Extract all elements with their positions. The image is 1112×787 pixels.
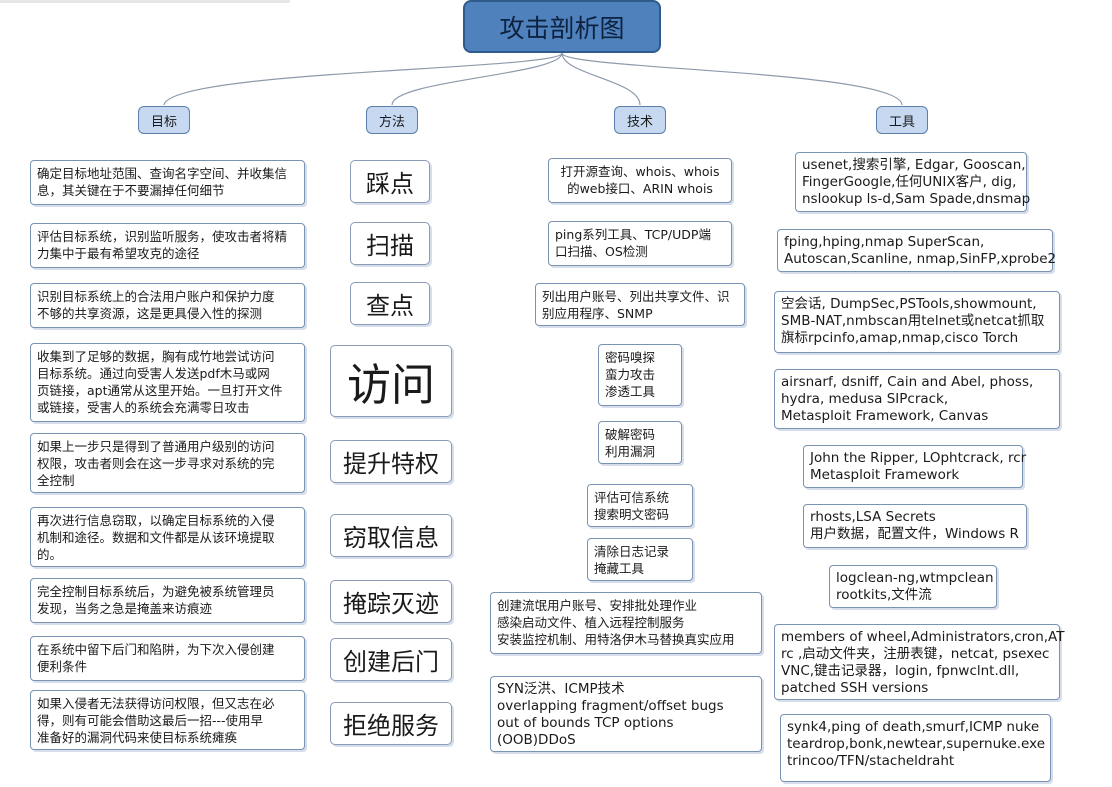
method-covering-tracks: 掩踪灭迹 <box>330 580 452 623</box>
method-escalate-privilege: 提升特权 <box>330 440 452 483</box>
tech-box-enumeration: 列出用户账号、列出共享文件、识别应用程序、SNMP <box>535 283 745 326</box>
header-goal: 目标 <box>138 106 190 134</box>
goal-box-access: 收集到了足够的数据，胸有成竹地尝试访问目标系统。通过向受害人发送pdf木马或网页… <box>30 343 305 422</box>
tech-box-escalation: 破解密码利用漏洞 <box>598 421 682 464</box>
tool-box-footprinting: usenet,搜索引擎, Edgar, Gooscan,FingerGoogle… <box>795 152 1030 212</box>
method-scanning: 扫描 <box>350 222 430 265</box>
tech-box-pilfering: 评估可信系统搜索明文密码 <box>587 484 693 527</box>
method-pilfering: 窃取信息 <box>330 514 452 557</box>
tech-box-backdoor: 创建流氓用户账号、安排批处理作业感染启动文件、植入远程控制服务安装监控机制、用特… <box>490 592 762 654</box>
method-footprinting: 踩点 <box>350 160 430 203</box>
method-create-backdoor: 创建后门 <box>330 638 452 681</box>
tool-box-access: airsnarf, dsniff, Cain and Abel, phoss,h… <box>774 369 1060 429</box>
method-denial-of-service: 拒绝服务 <box>330 702 452 745</box>
goal-box-escalation: 如果上一步只是得到了普通用户级别的访问权限，攻击者则会在这一步寻求对系统的完全控… <box>30 433 305 493</box>
goal-box-enumeration: 识别目标系统上的合法用户账户和保护力度不够的共享资源，这是更具侵入性的探测 <box>30 283 305 328</box>
goal-box-dos: 如果入侵者无法获得访问权限，但又志在必得，则有可能会借助这最后一招---使用早准… <box>30 690 305 750</box>
tech-box-covering: 清除日志记录掩藏工具 <box>587 538 693 581</box>
goal-box-backdoor: 在系统中留下后门和陷阱，为下次入侵创建便利条件 <box>30 636 305 681</box>
tool-box-enumeration: 空会话, DumpSec,PSTools,showmount,SMB-NAT,n… <box>774 291 1060 353</box>
method-access: 访问 <box>330 345 452 417</box>
goal-box-pilfering: 再次进行信息窃取，以确定目标系统的入侵机制和途径。数据和文件都是从该环境提取的。 <box>30 507 305 567</box>
header-technique: 技术 <box>614 106 666 134</box>
root-title: 攻击剖析图 <box>463 0 661 53</box>
goal-box-scanning: 评估目标系统，识别监听服务，使攻击者将精力集中于最有希望攻克的途径 <box>30 223 305 268</box>
tool-box-scanning: fping,hping,nmap SuperScan,Autoscan,Scan… <box>777 229 1056 272</box>
header-tool: 工具 <box>876 106 928 134</box>
tech-box-scanning: ping系列工具、TCP/UDP端口扫描、OS检测 <box>548 221 732 266</box>
tech-box-access: 密码嗅探蛮力攻击渗透工具 <box>598 344 682 406</box>
goal-box-covering: 完全控制目标系统后，为避免被系统管理员发现，当务之急是掩盖来访痕迹 <box>30 578 305 623</box>
goal-box-footprinting: 确定目标地址范围、查询名字空间、并收集信息，其关键在于不要漏掉任何细节 <box>30 160 305 205</box>
method-enumeration: 查点 <box>350 282 430 325</box>
header-method: 方法 <box>366 106 418 134</box>
top-divider <box>0 0 290 3</box>
